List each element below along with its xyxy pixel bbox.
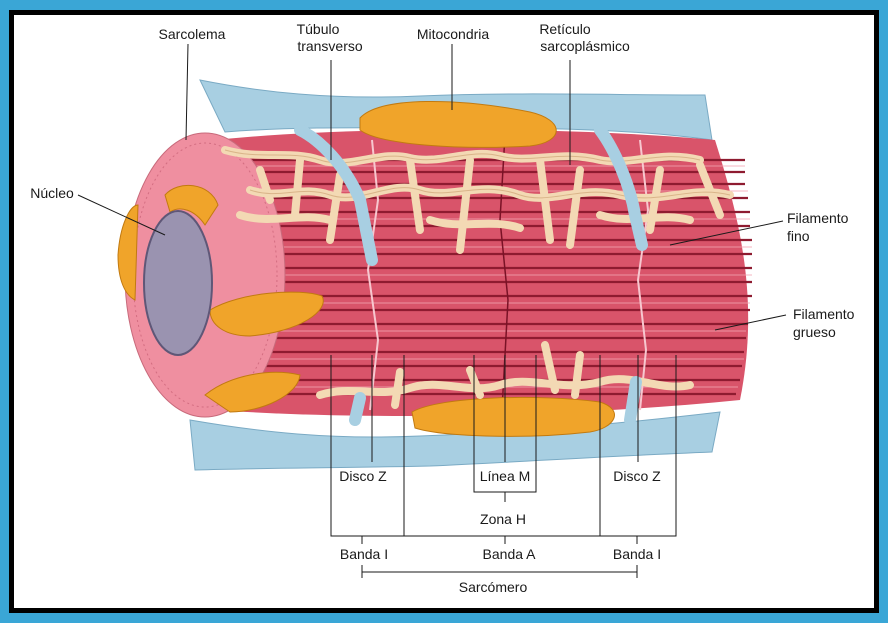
label-sarcolema: Sarcolema xyxy=(159,26,226,42)
mitochondria-cross-4 xyxy=(204,371,301,413)
label-banda-i-right: Banda I xyxy=(613,546,661,562)
label-tubulo-2: transverso xyxy=(297,38,363,54)
leader-lines xyxy=(77,43,787,578)
label-banda-i-left: Banda I xyxy=(340,546,388,562)
t-tubule-left xyxy=(294,124,378,266)
label-mitocondria: Mitocondria xyxy=(417,26,490,42)
t-tubule-right xyxy=(594,124,648,251)
label-reticulo-1: Retículo xyxy=(539,21,591,37)
t-tubule-bottom xyxy=(349,376,642,426)
z-disc-left xyxy=(366,139,380,411)
label-disco-z-right: Disco Z xyxy=(613,468,661,484)
label-filamento-fino-1: Filamento xyxy=(787,210,849,226)
label-zona-h: Zona H xyxy=(480,511,526,527)
label-banda-a: Banda A xyxy=(483,546,537,562)
mitochondria-top xyxy=(359,101,557,148)
z-disc-right xyxy=(636,139,650,411)
cross-section-texture xyxy=(132,142,278,408)
mitochondria-cross-1 xyxy=(209,291,324,337)
label-filamento-fino-2: fino xyxy=(787,228,810,244)
mitochondria-bottom xyxy=(411,396,615,437)
label-tubulo-1: Túbulo xyxy=(297,21,340,37)
label-linea-m: Línea M xyxy=(480,468,531,484)
label-disco-z-left: Disco Z xyxy=(339,468,387,484)
label-reticulo-2: sarcoplásmico xyxy=(540,38,630,54)
label-nucleo: Núcleo xyxy=(30,185,74,201)
nucleus xyxy=(143,210,213,356)
label-filamento-grueso-2: grueso xyxy=(793,324,836,340)
mitochondria-cross-3 xyxy=(117,204,139,301)
mitochondria-cross-2 xyxy=(164,184,219,226)
thick-filaments xyxy=(250,158,752,396)
label-filamento-grueso-1: Filamento xyxy=(793,306,855,322)
label-sarcomero: Sarcómero xyxy=(459,579,528,595)
